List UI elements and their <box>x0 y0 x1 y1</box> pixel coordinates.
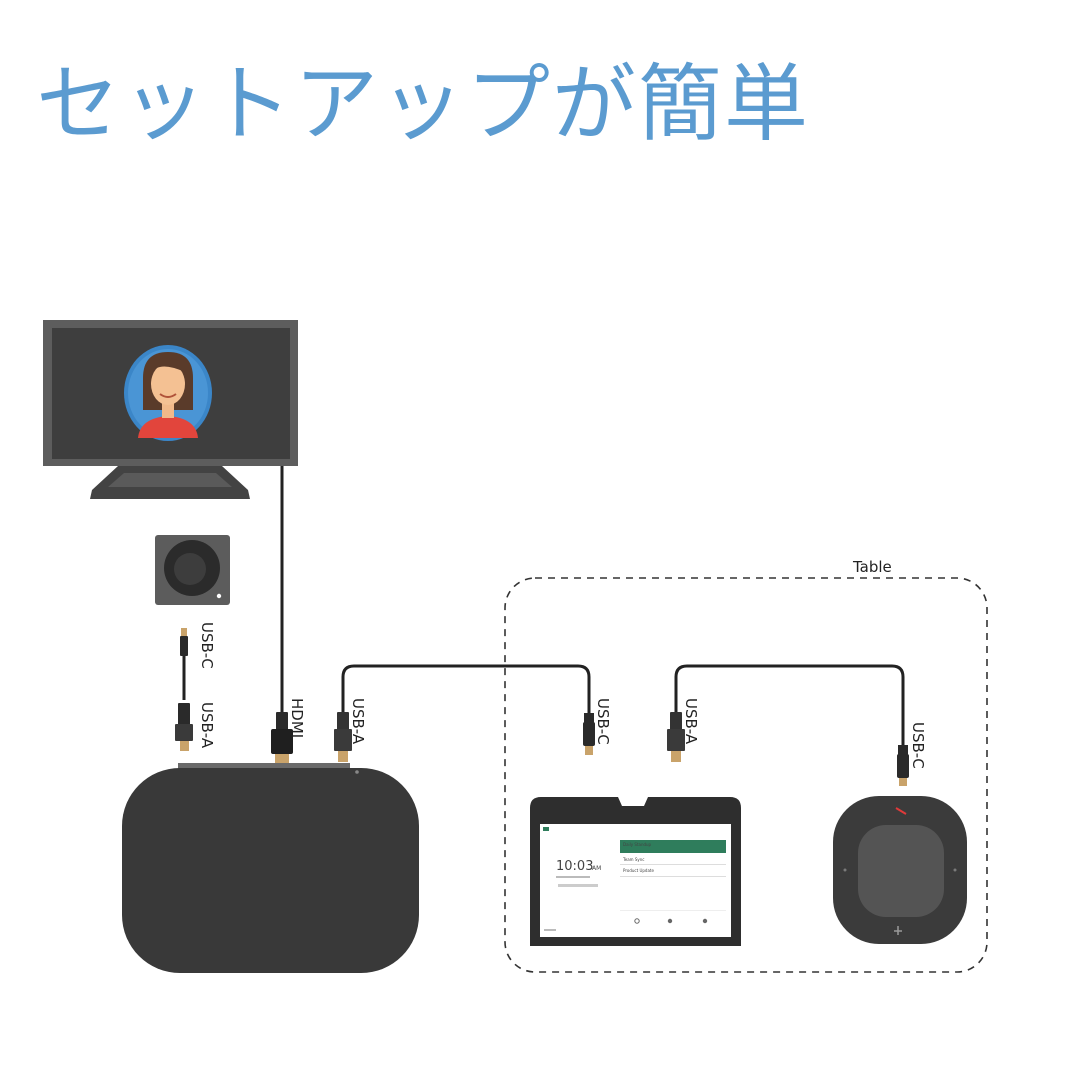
tablet-ampm: AM <box>592 865 601 872</box>
host-tablet-cable <box>334 664 595 762</box>
table-zone <box>504 577 988 973</box>
camera-usb-a-label: USB-A <box>198 702 216 749</box>
tablet-row-1: Daily Standup <box>623 842 652 847</box>
speaker-cable <box>667 664 909 786</box>
tablet-row-3: Product Update <box>623 868 654 873</box>
compute-box <box>122 763 419 973</box>
camera-usb-c-label: USB-C <box>198 622 216 669</box>
camera <box>155 535 230 605</box>
speaker-usb-a-label: USB-A <box>682 698 700 745</box>
table-zone-label: Table <box>852 558 892 576</box>
hdmi-cable <box>271 466 293 763</box>
monitor <box>43 320 298 499</box>
tablet-usb-c-label: USB-C <box>594 698 612 745</box>
speaker-usb-c-label: USB-C <box>909 722 927 769</box>
host-usb-a-label: USB-A <box>349 698 367 745</box>
speakerphone <box>833 796 967 944</box>
camera-cable <box>175 628 193 751</box>
hdmi-label: HDMI <box>288 698 306 738</box>
tablet-clock: 10:03 <box>556 859 593 874</box>
tablet-row-2: Team Sync <box>622 857 644 862</box>
touch-controller: 10:03 AM Daily Standup Team Sync Product… <box>530 797 741 946</box>
page-title: セットアップが簡単 <box>36 55 811 153</box>
participant-avatar <box>124 345 212 441</box>
